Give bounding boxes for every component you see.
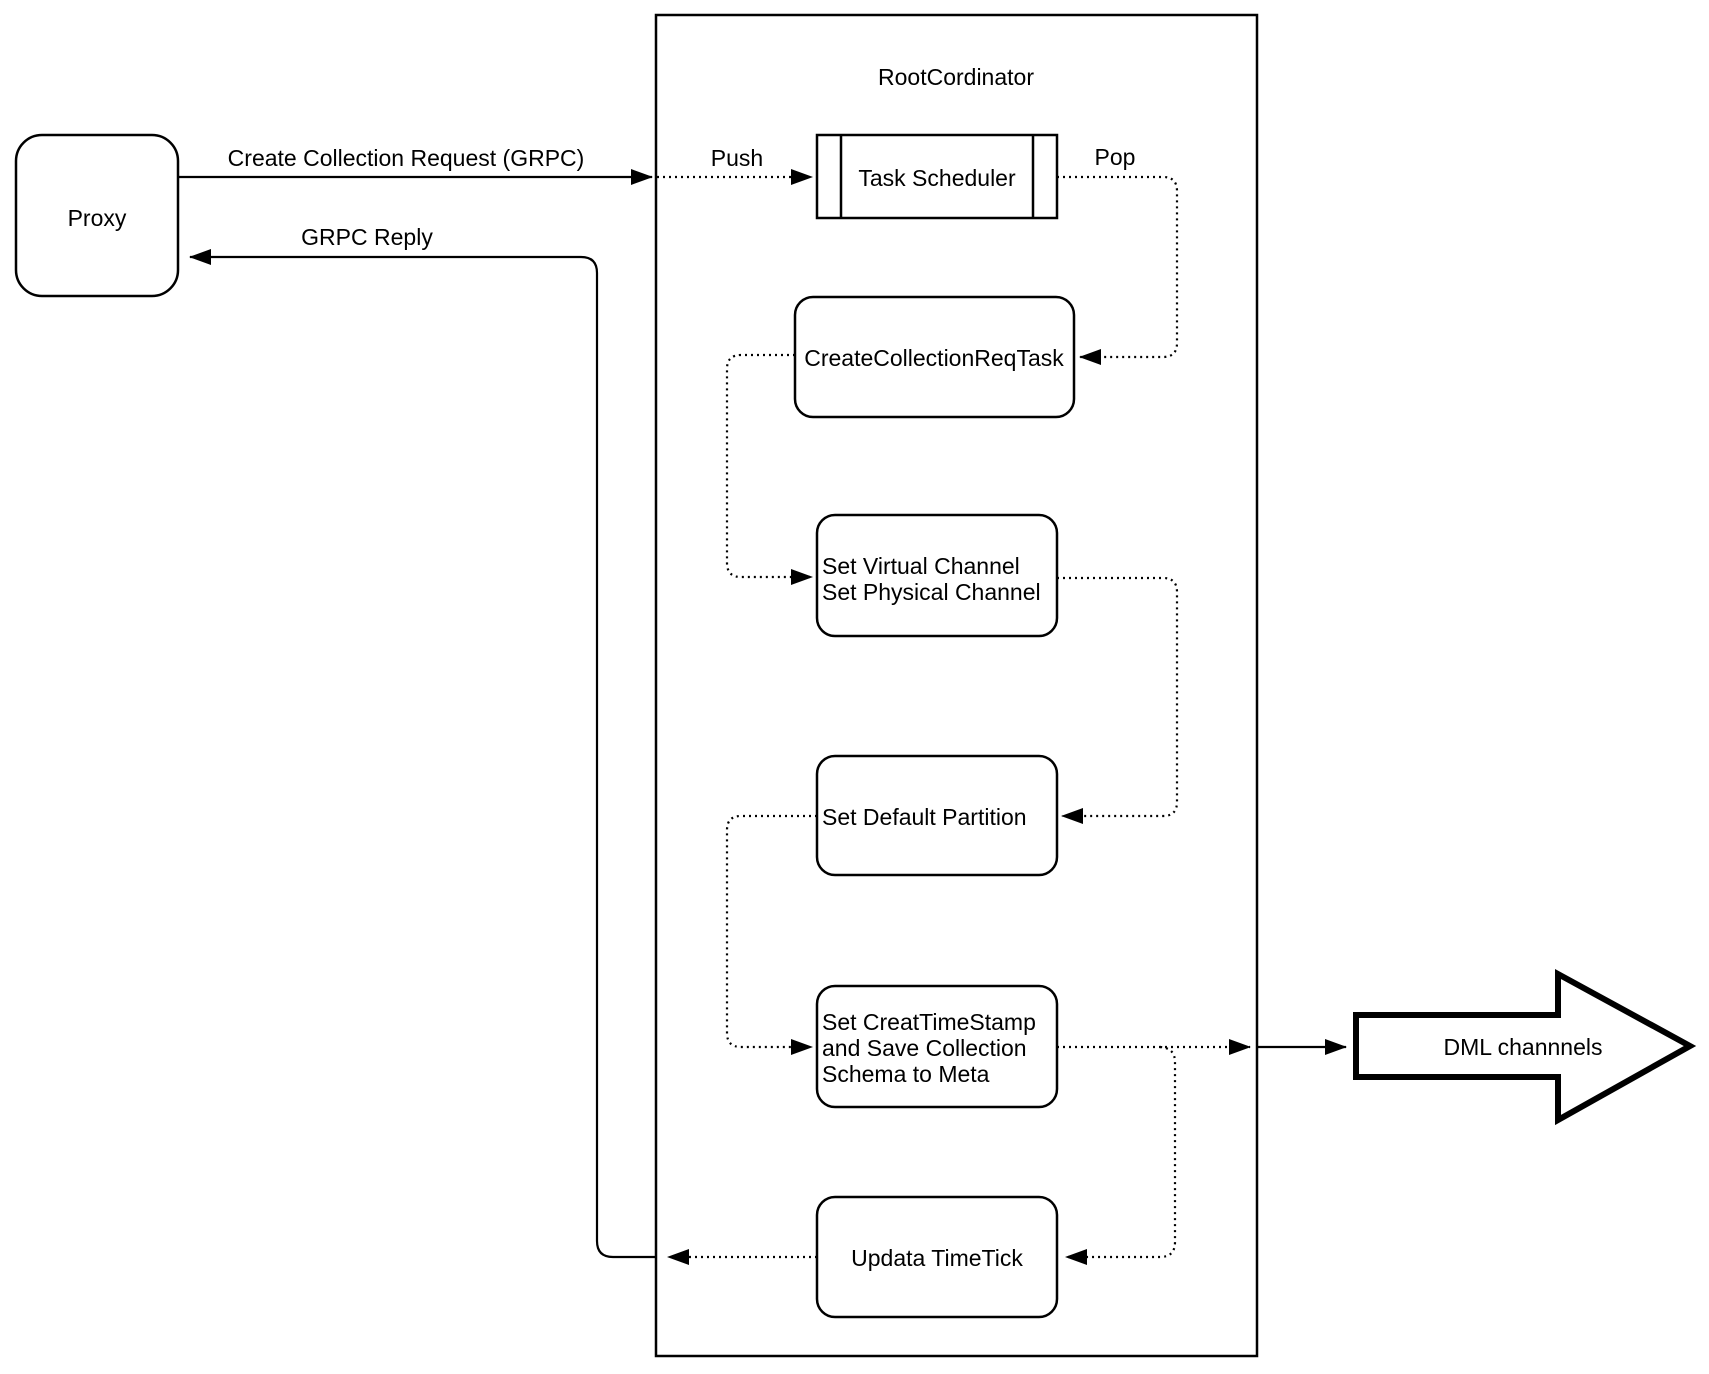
dml-channels-arrow-shape xyxy=(1353,968,1697,1126)
rootcoordinator-title: RootCordinator xyxy=(878,64,1034,90)
task-scheduler-label: Task Scheduler xyxy=(858,165,1016,191)
set-default-partition-label: Set Default Partition xyxy=(822,804,1027,830)
rootcoordinator-container xyxy=(654,13,1259,1358)
set-creat-timestamp-label-line3: Schema to Meta xyxy=(822,1061,990,1087)
connector-timestamp-to-timetick xyxy=(1065,1045,1177,1265)
proxy-label: Proxy xyxy=(68,205,127,231)
create-collection-request-label: Create Collection Request (GRPC) xyxy=(228,145,585,171)
set-virtual-channel-label-line2: Set Physical Channel xyxy=(822,579,1041,605)
dml-channels-label: DML channnels xyxy=(1444,1034,1603,1060)
push-label: Push xyxy=(711,145,763,171)
grpc-reply-label: GRPC Reply xyxy=(301,224,433,250)
pop-arrow xyxy=(1057,175,1179,365)
set-virtual-channel-label-line1: Set Virtual Channel xyxy=(822,553,1020,579)
updata-timetick-label: Updata TimeTick xyxy=(851,1245,1023,1271)
grpc-reply-arrow xyxy=(189,249,656,1259)
proxy-node xyxy=(14,133,180,298)
create-collection-req-task-label: CreateCollectionReqTask xyxy=(804,345,1064,371)
pop-label: Pop xyxy=(1095,144,1136,170)
set-creat-timestamp-label-line2: and Save Collection xyxy=(822,1035,1027,1061)
task-scheduler-node xyxy=(815,133,1059,220)
set-creat-timestamp-label-line1: Set CreatTimeStamp xyxy=(822,1009,1036,1035)
set-virtual-channel-node xyxy=(815,513,1059,638)
connector-virtualchannel-to-defaultpartition xyxy=(1057,576,1179,824)
connector-defaultpartition-to-timestamp xyxy=(725,814,817,1055)
create-collection-req-task-node xyxy=(793,295,1076,419)
